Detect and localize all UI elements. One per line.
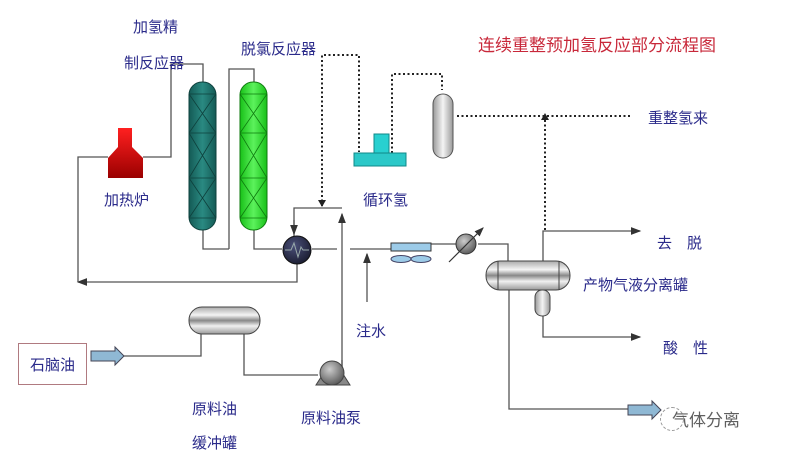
hydrogen-drum	[432, 93, 454, 159]
feed-tank	[188, 306, 261, 335]
line-trim-to-separator	[478, 243, 509, 262]
line-recycle-h2	[321, 54, 360, 206]
recycle-compressor	[353, 133, 407, 167]
line-compressor-to-drum	[391, 73, 443, 153]
feed-pump	[315, 360, 351, 386]
line-reactor1-bottom	[202, 228, 229, 250]
line-to-desulfur	[542, 227, 642, 262]
diagram-title: 连续重整预加氢反应部分流程图	[478, 36, 716, 56]
line-tank-to-pump	[243, 333, 318, 376]
feed-naphtha-box: 石脑油	[18, 343, 87, 385]
trim-cooler	[448, 227, 484, 263]
air-cooler	[390, 242, 432, 263]
feed-pump-label: 原料油泵	[301, 409, 362, 427]
dechlor-reactor-label: 脱氯反应器	[241, 40, 317, 58]
line-reactor1-to-reactor2	[228, 68, 255, 249]
process-lines	[76, 63, 642, 410]
feed-arrow-icon	[90, 345, 125, 367]
product-arrow-icon	[627, 399, 662, 421]
feed-naphtha-label: 石脑油	[29, 355, 75, 374]
furnace-label: 加热炉	[104, 191, 150, 209]
line-product-out	[508, 289, 628, 410]
line-to-acidic	[542, 314, 642, 341]
arrow-recycle-in	[318, 200, 326, 207]
heat-exchanger	[282, 235, 312, 265]
water-injection-label: 注水	[356, 322, 387, 340]
line-feed-to-tank	[124, 333, 202, 357]
recycle-compressor-label: 循环氢	[363, 191, 409, 209]
line-hx-return	[76, 264, 298, 286]
line-reactor2-to-hx	[253, 228, 282, 250]
to-desulfur-label: 去 脱	[657, 234, 703, 252]
feed-tank-label-1: 原料油	[192, 400, 238, 418]
line-furnace-to-reactor	[143, 63, 204, 158]
acidic-label: 酸 性	[663, 339, 709, 357]
hydro-reactor-label-2: 制反应器	[124, 54, 185, 72]
hydro-reactor	[188, 81, 217, 231]
line-to-furnace	[77, 156, 108, 282]
furnace-shape	[108, 128, 143, 178]
dechlor-reactor	[239, 81, 268, 231]
watermark: 气体分离	[672, 411, 740, 431]
hydro-reactor-label-1: 加氢精	[133, 18, 179, 36]
reforming-h2-label: 重整氢来	[648, 109, 709, 127]
feed-tank-label-2: 缓冲罐	[192, 434, 238, 452]
line-mix-branch	[293, 207, 342, 236]
wechat-icon	[660, 407, 684, 431]
separator-label: 产物气液分离罐	[583, 276, 689, 294]
separator	[485, 260, 571, 317]
arrow-h2-up	[541, 113, 549, 120]
